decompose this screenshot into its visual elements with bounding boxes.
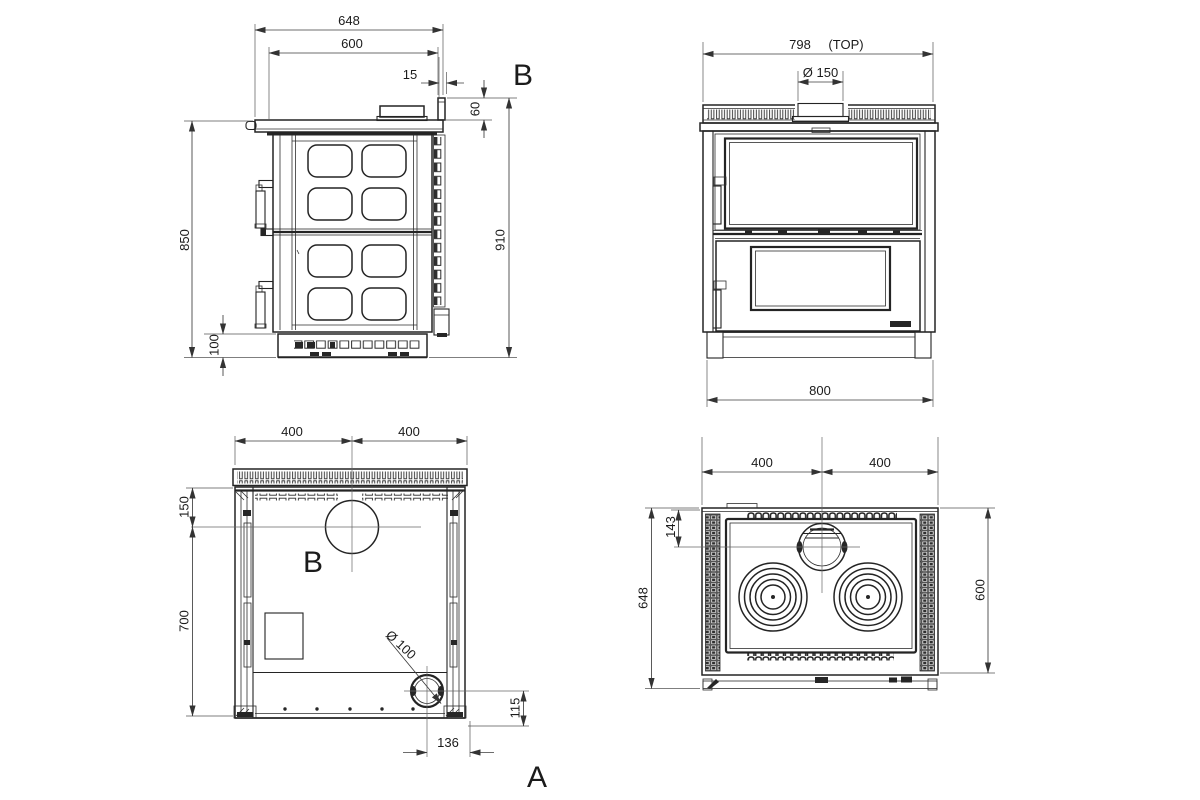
top-view: 400 400 143 648 600	[636, 437, 995, 691]
side-dim-overall-height: 910	[429, 97, 517, 358]
back-foot-left	[233, 705, 257, 719]
side-back-upstand	[437, 97, 446, 121]
back-data-plate	[264, 612, 304, 660]
dim-top-overall-depth: 648	[636, 587, 651, 609]
front-dim-body-width: 800	[706, 360, 934, 407]
dim-top-width-left: 400	[751, 455, 773, 470]
inlet-label-a: A	[527, 761, 547, 794]
firebox-window	[723, 137, 919, 230]
top-side-trim-right	[919, 513, 935, 672]
dim-front-top-width-note: (TOP)	[828, 37, 863, 52]
top-dim-widths: 400 400	[701, 437, 939, 505]
front-firebox-door	[712, 133, 921, 231]
top-dim-top-plate-depth: 600	[940, 507, 995, 674]
firebox-hinge	[713, 176, 727, 186]
dim-side-top-plate-width: 600	[341, 36, 363, 51]
back-panel	[234, 486, 466, 719]
dim-side-body-height: 850	[177, 229, 192, 251]
back-foot-right	[443, 705, 467, 719]
dim-back-width-right: 400	[398, 424, 420, 439]
dim-back-inlet-diameter: Ø 100	[383, 627, 419, 662]
top-flue-collar	[674, 437, 860, 593]
dim-side-plinth-height: 100	[207, 334, 222, 356]
dim-front-flue-diameter: Ø 150	[803, 65, 838, 80]
side-dim-flue-gap: 15	[403, 57, 464, 99]
top-dim-overall-depth: 648	[636, 507, 700, 689]
dim-back-panel-height: 700	[177, 610, 192, 632]
side-dim-upstand-height: 60	[445, 80, 517, 138]
dim-top-plate-depth: 600	[973, 579, 988, 601]
front-oven-door	[712, 240, 921, 332]
top-side-trim-left	[705, 513, 721, 672]
back-view: Ø 100 400 400 150 700 115 136 B A	[177, 424, 548, 794]
hotplate-right	[833, 562, 903, 632]
oven-window	[749, 245, 892, 312]
back-top-vent-strip	[232, 468, 468, 487]
back-dim-flue-offset: 150	[177, 487, 233, 528]
dim-front-top-width: 798	[789, 37, 811, 52]
front-plinth	[706, 331, 932, 359]
dim-top-flue-offset: 143	[663, 516, 678, 538]
oven-door-latch	[890, 321, 911, 327]
dim-side-overall-width: 648	[338, 13, 360, 28]
back-flue-outlet	[191, 436, 421, 572]
side-body	[260, 132, 433, 333]
front-view: 798 (TOP) Ø 150 800	[699, 37, 939, 407]
dim-side-flue-gap: 15	[403, 67, 417, 82]
dim-front-body-width: 800	[809, 383, 831, 398]
side-dim-body-height: 850	[177, 120, 276, 358]
side-plinth	[277, 333, 428, 359]
side-dim-overall-width: 648	[254, 13, 444, 117]
front-dim-flue-diameter: Ø 150	[797, 65, 844, 101]
back-dim-inlet-height: 115	[468, 690, 529, 727]
top-front-rail	[702, 676, 938, 691]
flue-label-b: B	[303, 546, 323, 579]
side-rear-vent-strip	[433, 134, 450, 337]
side-door-handle-upper	[254, 179, 274, 229]
dim-top-width-right: 400	[869, 455, 891, 470]
back-dim-inlet-offset: 136	[403, 721, 494, 757]
side-door-handle-lower	[254, 280, 274, 329]
dim-back-inlet-height: 115	[508, 698, 523, 719]
dim-back-inlet-offset: 136	[437, 735, 459, 750]
side-dim-plinth-height: 100	[204, 315, 276, 376]
dim-back-flue-offset: 150	[177, 496, 192, 518]
hotplate-left	[738, 562, 808, 632]
back-dim-widths: 400 400	[234, 424, 468, 465]
side-flue-box	[376, 105, 428, 122]
side-dim-top-plate-width: 600	[268, 36, 439, 119]
side-view: 648 600 15 60 910 850 100 B	[177, 13, 533, 376]
dim-side-upstand-height: 60	[468, 102, 483, 116]
front-top-vent-strip	[702, 102, 936, 124]
top-dim-flue-offset: 143	[663, 509, 700, 548]
section-label-b-side: B	[513, 59, 533, 92]
dim-back-width-left: 400	[281, 424, 303, 439]
dim-side-overall-height: 910	[493, 229, 508, 251]
oven-hinge	[713, 280, 727, 290]
side-tile-panel	[307, 144, 407, 321]
front-divider-band	[713, 229, 922, 239]
back-dim-panel-height: 700	[177, 526, 233, 717]
front-dim-top-width: 798 (TOP)	[702, 37, 934, 102]
front-body	[702, 130, 936, 333]
